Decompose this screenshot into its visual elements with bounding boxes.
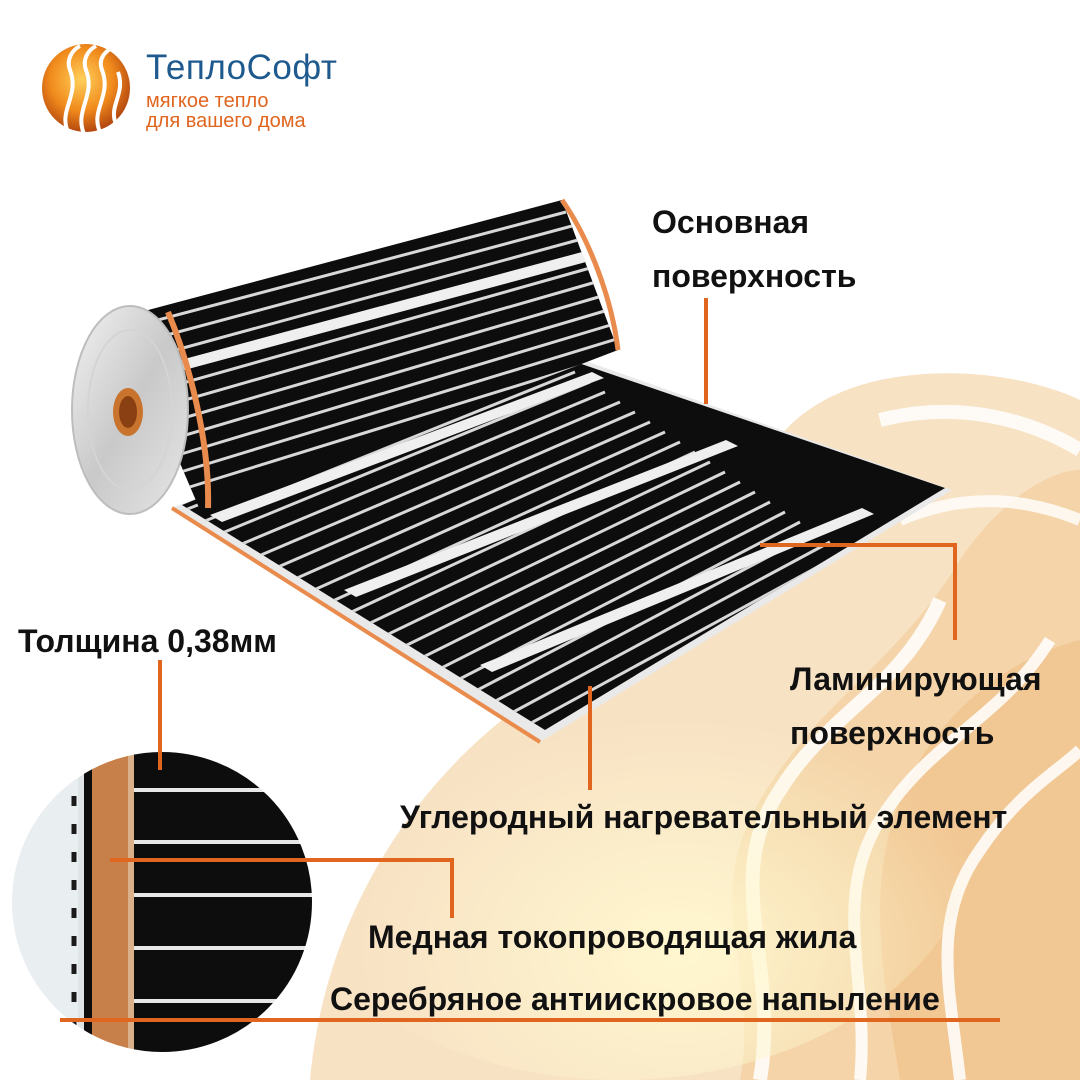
inset-copper-strip	[92, 750, 128, 1054]
label-main-surface-line1: Основная	[652, 204, 810, 240]
roll-copper-edge	[165, 310, 212, 509]
roll-print-band	[136, 252, 586, 382]
brand-tagline-line1: мягкое тепло	[146, 90, 269, 112]
label-copper-core: Медная токопроводящая жила	[368, 919, 857, 955]
leader-laminating-surface	[760, 543, 957, 640]
film-sheet	[182, 355, 945, 730]
label-silver-coating: Серебряное антиискровое напыление	[330, 981, 940, 1017]
label-laminating-surface-line1: Ламинирующая	[790, 661, 1042, 697]
leader-copper	[110, 858, 454, 918]
warm-waves-sun-logo-icon	[42, 44, 130, 135]
roll-stripes	[119, 210, 618, 492]
label-laminating-surface-line2: поверхность	[790, 715, 995, 751]
film-copper-edge-left	[170, 506, 542, 744]
label-carbon-element: Углеродный нагревательный элемент	[400, 799, 1008, 835]
label-main-surface-line2: поверхность	[652, 258, 857, 294]
label-thickness: Толщина 0,38мм	[18, 623, 277, 659]
brand-tagline-line2: для вашего дома	[146, 110, 306, 132]
film-print-bands	[210, 372, 874, 672]
brand-name: ТеплоСофт	[146, 48, 338, 87]
